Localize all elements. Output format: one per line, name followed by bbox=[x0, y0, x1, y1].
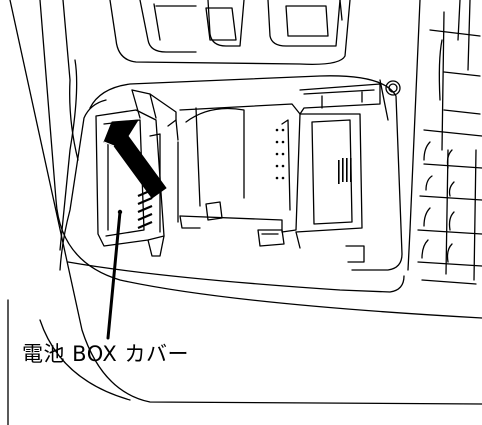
callout-leader bbox=[106, 209, 123, 340]
printer-mechanism bbox=[167, 83, 381, 249]
hatch-details bbox=[275, 128, 352, 184]
battery-box-cover-label: 電池 BOX カバー bbox=[22, 342, 189, 366]
battery-recess bbox=[59, 75, 405, 293]
slide-direction-arrow-icon bbox=[103, 119, 167, 199]
base-curve bbox=[39, 319, 131, 401]
register-body bbox=[9, 0, 482, 405]
cover-grip-icon bbox=[137, 188, 153, 230]
keypad bbox=[407, 0, 482, 285]
